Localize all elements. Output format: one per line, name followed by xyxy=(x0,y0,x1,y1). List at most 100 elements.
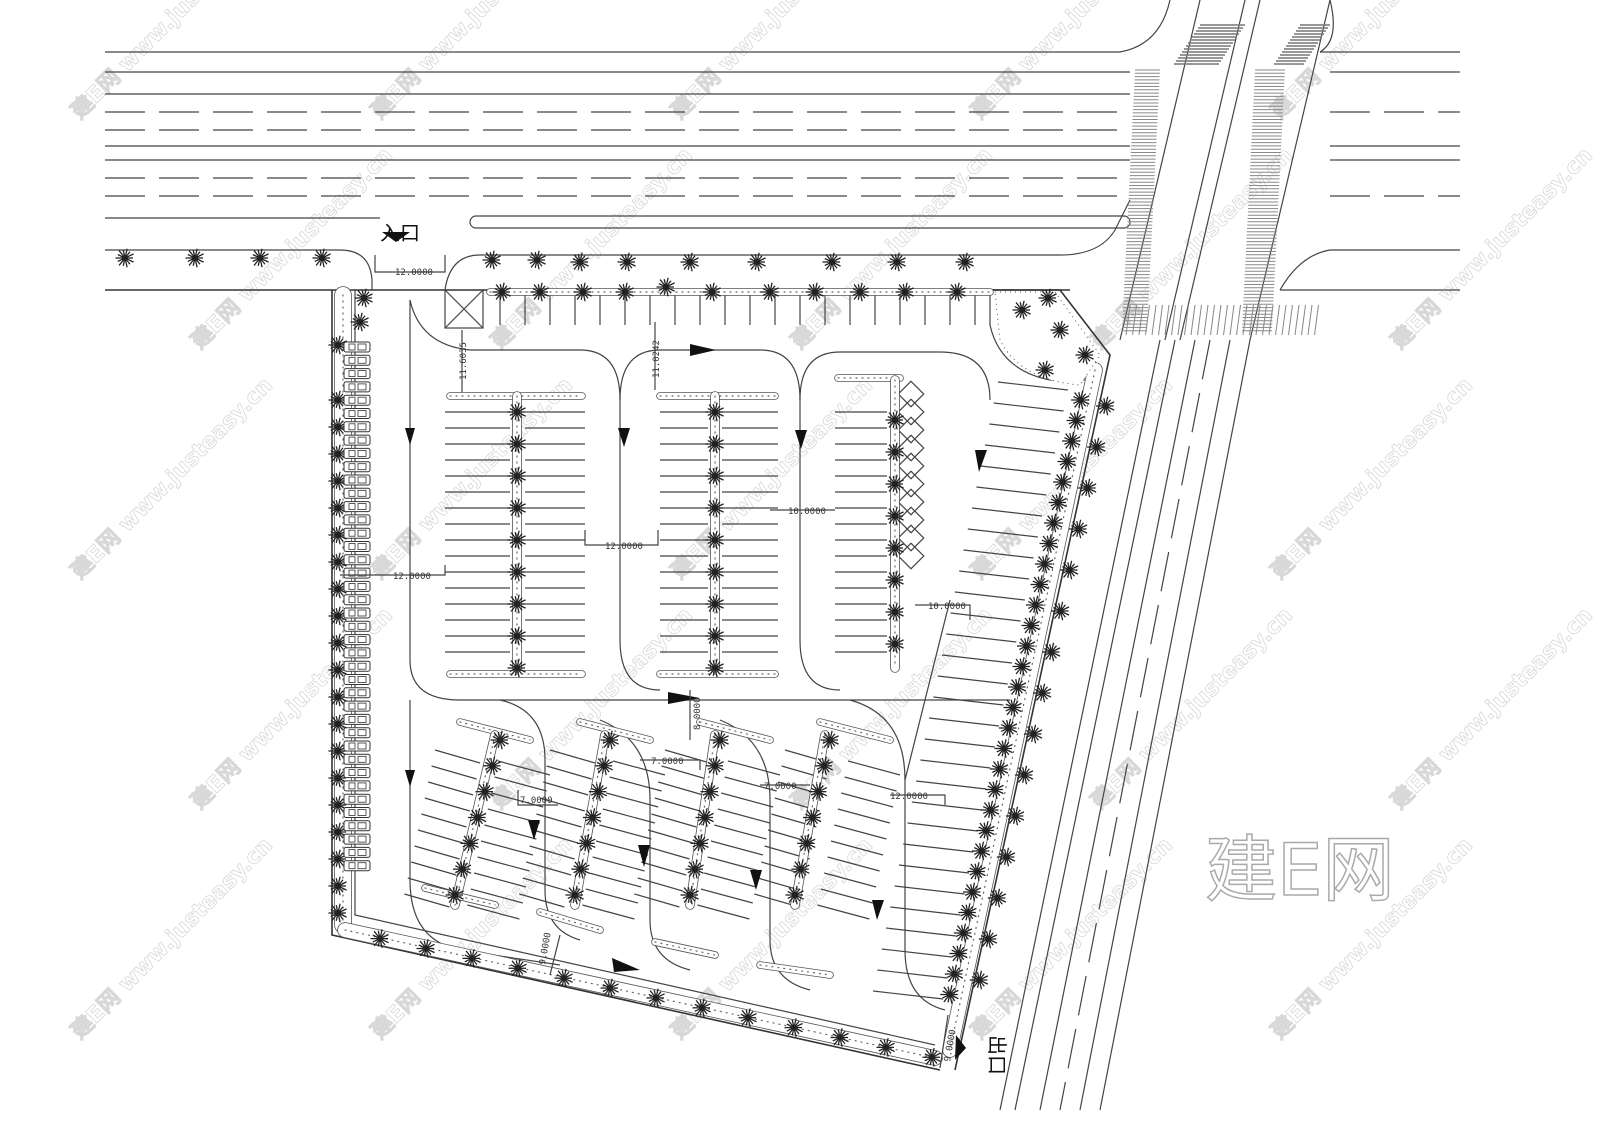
stall-line xyxy=(967,528,1038,538)
stall-line xyxy=(941,654,1013,664)
stall-line xyxy=(585,888,638,904)
stall-line xyxy=(477,856,530,872)
tree-icon xyxy=(482,250,501,270)
car-icon xyxy=(343,820,371,832)
dimension-label: 11.6035 xyxy=(459,342,469,380)
stall-line xyxy=(661,765,707,780)
stall-line xyxy=(529,845,575,860)
tree-icon xyxy=(445,885,464,905)
tree-icon xyxy=(490,730,509,750)
watermark-text: 建E网 www.justeasy.cn xyxy=(67,373,278,584)
watermark-text: 建E网 www.justeasy.cn xyxy=(1387,603,1598,814)
stall-line xyxy=(602,808,655,824)
stall-line xyxy=(950,612,1021,622)
dimension-label: 7.0000 xyxy=(651,757,684,767)
dimension-label: 11.0242 xyxy=(652,340,662,378)
tree-icon xyxy=(976,821,995,840)
watermark-text: 建E网 www.justeasy.cn xyxy=(67,833,278,1044)
tree-icon xyxy=(554,968,573,988)
tree-icon xyxy=(600,978,619,998)
watermark-text: 建E网 www.justeasy.cn xyxy=(787,143,998,354)
entrance-arrow-icon xyxy=(382,232,410,242)
watermark-text: 建E网 www.justeasy.cn xyxy=(667,373,878,584)
stall-line xyxy=(989,423,1060,433)
stall-line xyxy=(411,861,457,876)
stall-line xyxy=(634,893,680,908)
car-icon xyxy=(343,474,371,486)
tree-icon xyxy=(328,903,347,923)
dimension-label: 8.0000 xyxy=(693,697,703,730)
stall-line xyxy=(993,402,1064,412)
car-icon xyxy=(343,660,371,672)
stall-line xyxy=(606,792,659,808)
tree-icon xyxy=(507,626,526,646)
car-icon xyxy=(343,354,371,366)
car-icon xyxy=(343,860,371,872)
angled-stall xyxy=(897,488,925,516)
stall-line xyxy=(536,813,582,828)
tree-icon xyxy=(185,248,204,268)
arrow-right-icon xyxy=(612,958,640,972)
watermark-text: 建E网 www.justeasy.cn xyxy=(1267,0,1478,124)
stall-line xyxy=(526,861,572,876)
parking-stalls xyxy=(404,292,1069,1000)
arrow-down-icon xyxy=(618,428,630,447)
tree-icon xyxy=(416,939,435,958)
stall-line xyxy=(984,444,1056,454)
tree-icon xyxy=(1048,493,1067,512)
stall-line xyxy=(467,904,520,920)
tree-icon xyxy=(738,1008,757,1028)
tree-icon xyxy=(615,282,634,302)
tree-icon xyxy=(980,800,1000,820)
tree-icon xyxy=(1012,300,1031,320)
angled-stall xyxy=(897,524,925,552)
stall-line xyxy=(924,738,995,748)
tree-icon xyxy=(483,756,502,776)
car-icon xyxy=(343,421,371,433)
tree-icon xyxy=(1060,560,1079,580)
tree-icon xyxy=(785,885,804,905)
tree-icon xyxy=(885,570,904,590)
stall-line xyxy=(841,792,894,808)
tree-icon xyxy=(820,730,839,750)
cross-road xyxy=(999,0,1331,1111)
tree-icon xyxy=(565,885,584,905)
arrow-down-icon xyxy=(975,450,987,472)
tree-icon xyxy=(328,579,347,599)
drive-aisles xyxy=(409,299,1010,1011)
tree-symbols xyxy=(115,248,1115,1067)
car-icon xyxy=(343,727,371,739)
stall-line xyxy=(407,877,453,892)
tree-icon xyxy=(646,988,665,1008)
stall-line xyxy=(724,776,777,792)
tree-icon xyxy=(944,964,964,984)
tree-icon xyxy=(978,929,998,949)
tree-icon xyxy=(530,282,549,302)
tree-icon xyxy=(507,498,526,518)
tree-icon xyxy=(617,252,636,272)
car-icon xyxy=(343,580,371,592)
stall-line xyxy=(484,824,537,840)
stall-line xyxy=(647,829,694,844)
stall-line xyxy=(609,776,662,792)
tree-icon xyxy=(577,833,596,853)
angled-stall xyxy=(897,452,925,480)
stall-line xyxy=(834,824,887,840)
tree-icon xyxy=(573,282,592,302)
watermark-text: 建E网 www.justeasy.cn xyxy=(487,143,698,354)
tree-icon xyxy=(885,538,904,558)
car-icon xyxy=(343,846,371,858)
watermark-text: 建E网 www.justeasy.cn xyxy=(367,373,578,584)
stall-line xyxy=(543,781,589,796)
angled-stall xyxy=(897,416,925,444)
car-icon xyxy=(343,447,371,459)
stall-line xyxy=(414,845,460,860)
stall-line xyxy=(933,696,1004,706)
angled-stall xyxy=(897,380,925,408)
tree-icon xyxy=(705,562,724,582)
stall-line xyxy=(595,840,649,856)
tree-icon xyxy=(967,862,986,881)
stall-line xyxy=(404,893,450,908)
arrow-down-icon xyxy=(872,900,884,920)
tree-icon xyxy=(1030,575,1049,594)
